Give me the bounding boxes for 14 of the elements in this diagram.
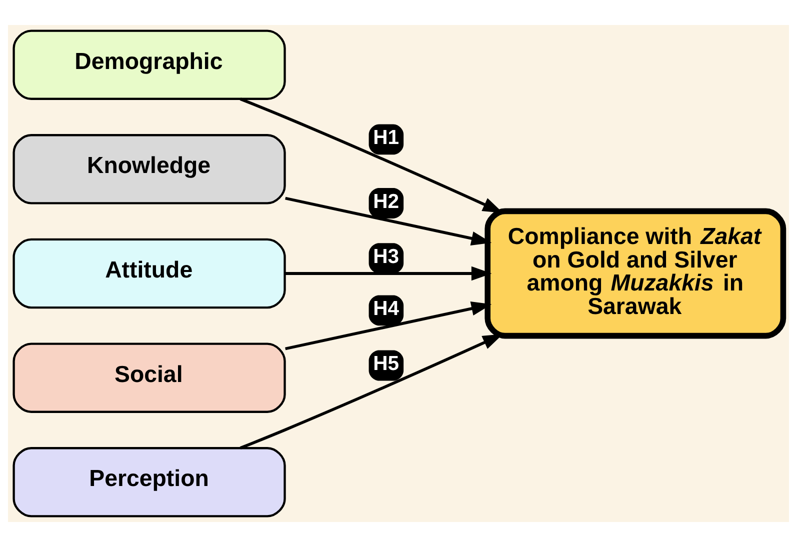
edge-label: H5 xyxy=(373,353,400,376)
node-box: Compliance with Zakat on Gold and Silver among Muzakkis in Sarawak xyxy=(484,208,786,339)
edge-label: H4 xyxy=(373,298,400,320)
node-box: Attitude xyxy=(12,238,286,309)
arrow xyxy=(285,196,492,246)
edge-label: H1 xyxy=(373,127,400,150)
edge-label: H3 xyxy=(373,246,400,268)
node-box: Social xyxy=(12,342,286,413)
node-box: Perception xyxy=(12,447,286,518)
arrow xyxy=(285,302,492,350)
arrow xyxy=(285,266,492,281)
edge-label: H2 xyxy=(373,190,400,213)
node-box: Knowledge xyxy=(12,134,286,204)
node-box: Demographic xyxy=(12,30,286,100)
